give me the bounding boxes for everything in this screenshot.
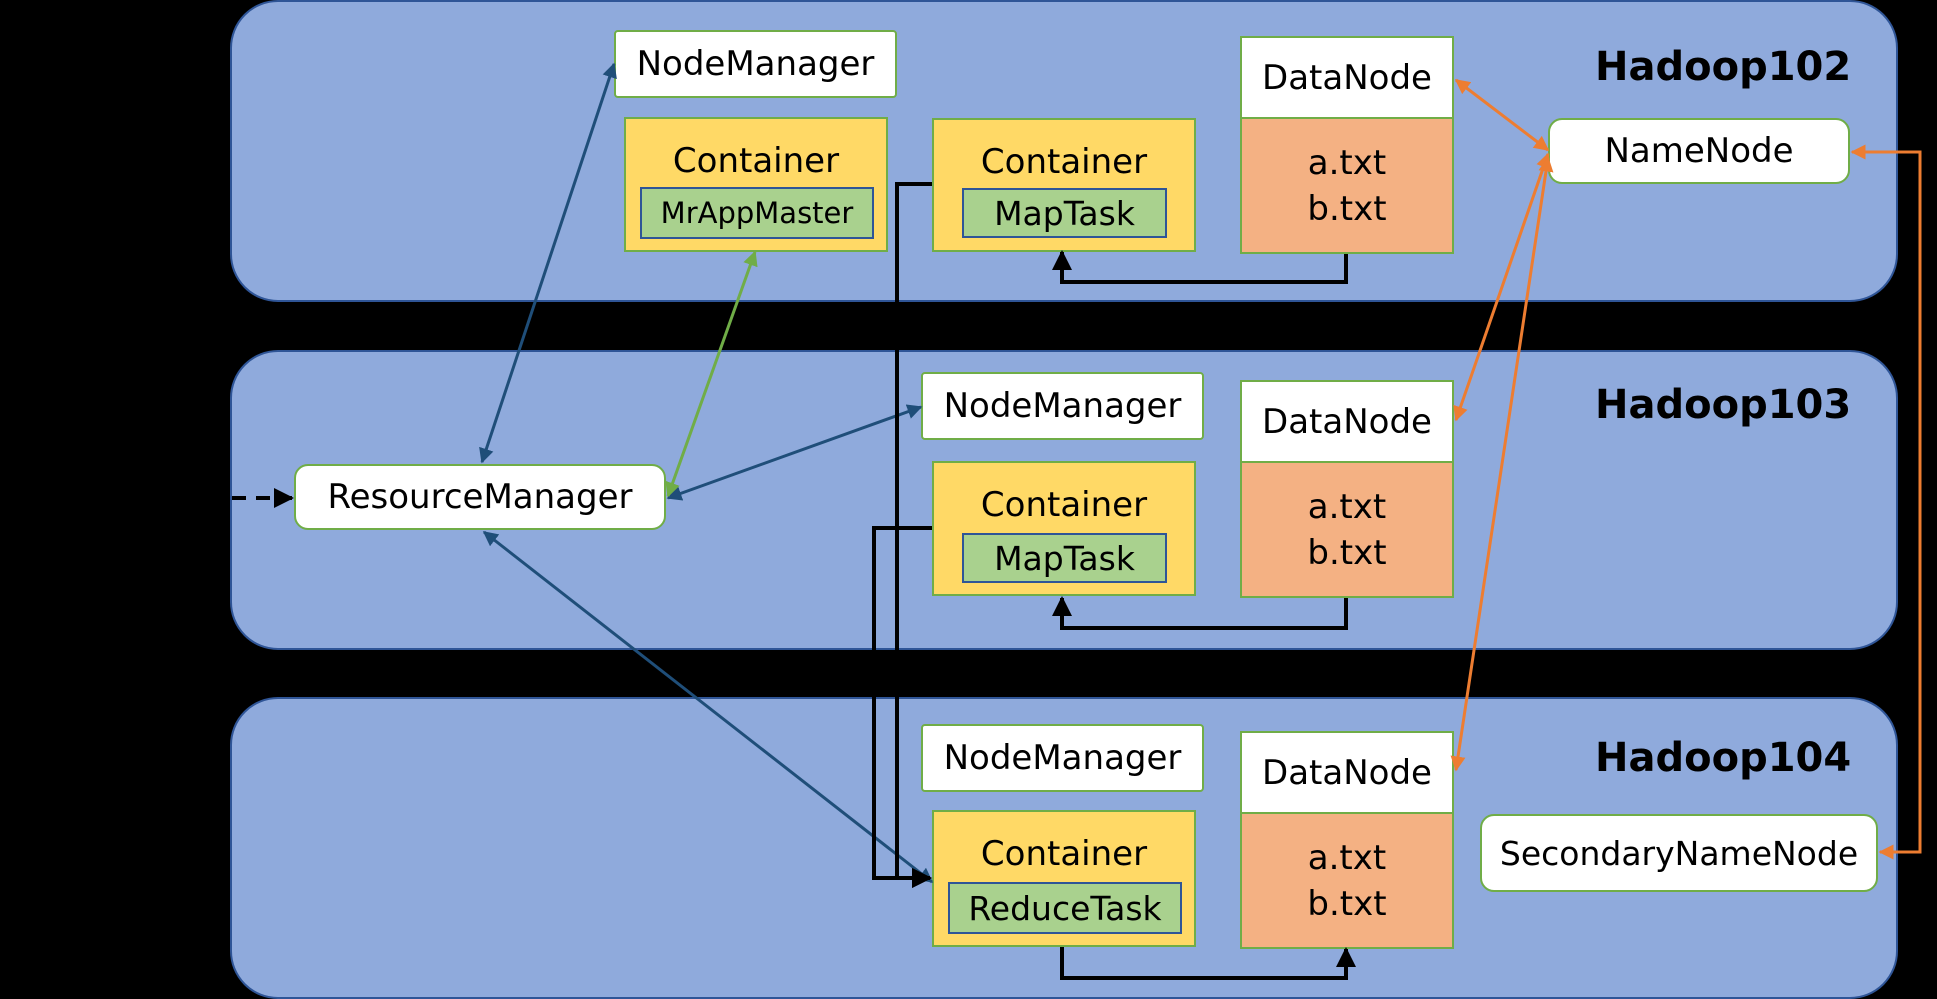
- namenode-label: NameNode: [1604, 131, 1794, 171]
- file-b: b.txt: [1307, 883, 1387, 924]
- container-mrappmaster: Container MrAppMaster: [624, 117, 888, 252]
- container-maptask-hadoop103: Container MapTask: [932, 461, 1196, 596]
- host-label-hadoop104: Hadoop104: [1595, 735, 1852, 781]
- nodemanager-hadoop104: NodeManager: [921, 724, 1204, 792]
- nodemanager-label: NodeManager: [943, 386, 1182, 426]
- reducetask-label: ReduceTask: [968, 888, 1162, 928]
- maptask102-to-reducetask-arrow: [895, 182, 932, 888]
- namenode-dn102-arrow: [1454, 78, 1550, 152]
- nodemanager-label: NodeManager: [636, 44, 875, 84]
- rm-reducetask-arrow: [482, 530, 934, 884]
- container-label: Container: [672, 141, 840, 181]
- dn102-to-maptask102-arrow: [1052, 250, 1348, 284]
- resourcemanager: ResourceManager: [294, 464, 666, 530]
- namenode-dn103-arrow: [1453, 152, 1551, 422]
- mrappmaster-label: MrAppMaster: [660, 196, 854, 230]
- maptask-hadoop103: MapTask: [962, 533, 1167, 583]
- datanode-hadoop103: DataNode: [1240, 380, 1454, 464]
- rm-mrappmaster-arrow: [665, 250, 758, 498]
- reducetask-to-dn104-arrow: [1060, 947, 1356, 980]
- datanode-hadoop102: DataNode: [1240, 36, 1454, 119]
- file-b: b.txt: [1307, 188, 1387, 229]
- resourcemanager-label: ResourceManager: [327, 477, 633, 517]
- nodemanager-label: NodeManager: [943, 738, 1182, 778]
- container-maptask-hadoop102: Container MapTask: [932, 118, 1196, 252]
- datanode-label: DataNode: [1262, 753, 1432, 793]
- nodemanager-hadoop103: NodeManager: [921, 372, 1204, 440]
- maptask-label: MapTask: [994, 538, 1135, 578]
- container-label: Container: [980, 142, 1148, 182]
- mrappmaster-task: MrAppMaster: [640, 187, 874, 239]
- dn103-to-maptask103-arrow: [1052, 596, 1348, 630]
- namenode-dn104-arrow: [1450, 156, 1554, 772]
- secondarynamenode-label: SecondaryNameNode: [1499, 833, 1859, 873]
- datanode-files-hadoop104: a.txt b.txt: [1240, 812, 1454, 949]
- reducetask: ReduceTask: [948, 882, 1182, 934]
- datanode-label: DataNode: [1262, 57, 1432, 98]
- rm-nm102-arrow: [479, 62, 617, 464]
- nodemanager-hadoop102: NodeManager: [614, 30, 897, 98]
- datanode-files-hadoop103: a.txt b.txt: [1240, 461, 1454, 598]
- namenode: NameNode: [1548, 118, 1850, 184]
- file-b: b.txt: [1307, 532, 1387, 573]
- datanode-hadoop104: DataNode: [1240, 731, 1454, 815]
- maptask-hadoop102: MapTask: [962, 188, 1167, 238]
- host-label-hadoop103: Hadoop103: [1595, 382, 1852, 428]
- file-a: a.txt: [1307, 486, 1387, 527]
- datanode-files-hadoop102: a.txt b.txt: [1240, 117, 1454, 254]
- file-a: a.txt: [1307, 837, 1387, 878]
- host-label-hadoop102: Hadoop102: [1595, 44, 1852, 90]
- maptask103-to-reducetask-arrow: [872, 526, 932, 888]
- datanode-label: DataNode: [1262, 402, 1432, 442]
- secondarynamenode: SecondaryNameNode: [1480, 814, 1878, 892]
- namenode-secondarynamenode-arrow: [1850, 144, 1922, 860]
- rm-nm103-arrow: [666, 404, 923, 501]
- maptask-label: MapTask: [994, 193, 1135, 233]
- container-label: Container: [980, 485, 1148, 525]
- container-label: Container: [980, 834, 1148, 874]
- file-a: a.txt: [1307, 142, 1387, 183]
